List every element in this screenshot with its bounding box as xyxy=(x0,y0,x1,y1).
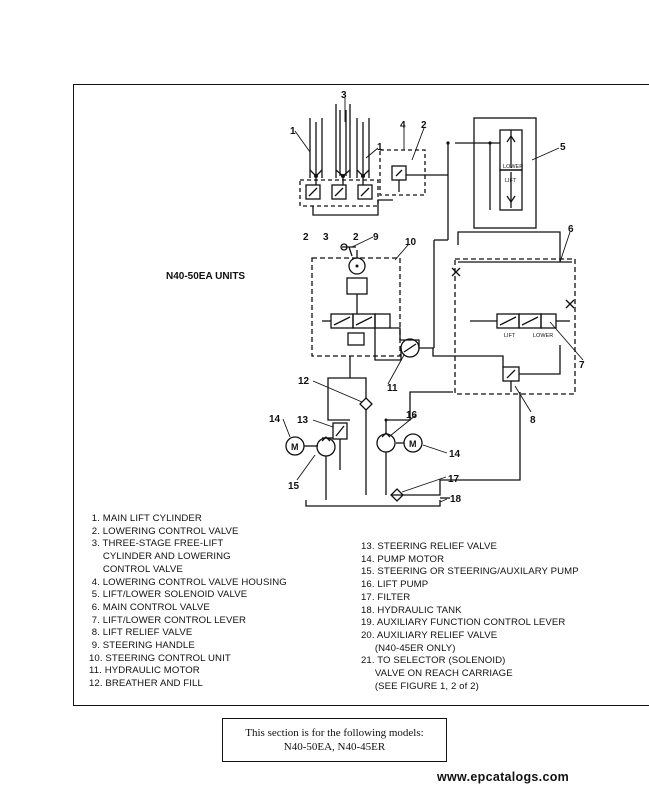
solenoid-valve-housing xyxy=(473,117,537,229)
valve-label-lift-2: LIFT xyxy=(504,333,516,339)
steering-control-unit xyxy=(311,257,401,357)
website-link[interactable]: www.epcatalogs.com xyxy=(437,770,570,784)
callout-12: 12 xyxy=(298,376,310,387)
lowering-valve-3 xyxy=(357,184,373,200)
callout-7: 7 xyxy=(579,360,585,371)
legend-item: 13. STEERING RELIEF VALVE xyxy=(361,541,497,552)
callout-11: 11 xyxy=(387,383,398,394)
motor-symbol-right: M xyxy=(409,439,417,449)
main-lift-cylinder-left xyxy=(309,118,323,178)
legend-item: 15. STEERING OR STEERING/AUXILARY PUMP xyxy=(361,566,579,578)
valve-label-lower-2: LOWER xyxy=(533,333,553,339)
legend-item: 4. LOWERING CONTROL VALVE HOUSING xyxy=(89,576,287,588)
legend-item: 17. FILTER xyxy=(361,591,411,603)
filter xyxy=(390,488,404,502)
legend-item: 18. HYDRAULIC TANK xyxy=(361,604,462,616)
legend-right: 13. STEERING RELIEF VALVE 14. PUMP MOTOR… xyxy=(361,541,579,693)
applicable-models-box: This section is for the following models… xyxy=(222,718,447,762)
callout-15: 15 xyxy=(288,481,300,492)
steering-handle xyxy=(342,246,356,257)
legend-item: 20. AUXILIARY RELIEF VALVE xyxy=(361,629,498,641)
callout-3a: 3 xyxy=(341,90,347,101)
callout-2c: 2 xyxy=(353,232,359,243)
legend-item: (SEE FIGURE 1, 2 of 2) xyxy=(361,680,479,692)
callout-9: 9 xyxy=(373,232,379,243)
callout-6: 6 xyxy=(568,224,574,235)
free-lift-cylinder xyxy=(335,104,351,178)
legend-item: 10. STEERING CONTROL UNIT xyxy=(89,652,231,664)
main-control-valve-housing xyxy=(454,258,576,395)
lowering-valve-2 xyxy=(331,184,347,200)
legend-item: 3. THREE-STAGE FREE-LIFT xyxy=(89,538,224,550)
callout-2b: 2 xyxy=(303,232,309,243)
callout-3b: 3 xyxy=(323,232,329,243)
lift-pump xyxy=(376,433,396,453)
callout-14a: 14 xyxy=(269,414,281,425)
legend-item: 21. TO SELECTOR (SOLENOID) xyxy=(361,655,506,667)
callout-13: 13 xyxy=(297,415,309,426)
hydraulic-tank xyxy=(305,500,441,507)
valve-label-lower: LOWER xyxy=(503,164,523,170)
legend-item: 16. LIFT PUMP xyxy=(361,579,429,591)
legend-item: 2. LOWERING CONTROL VALVE xyxy=(89,525,239,537)
callout-2a: 2 xyxy=(421,120,427,131)
breather xyxy=(359,397,373,411)
steering-pump xyxy=(316,437,336,457)
legend-item: 12. BREATHER AND FILL xyxy=(89,678,203,690)
models-heading: This section is for the following models… xyxy=(245,727,424,739)
legend-item: CONTROL VALVE xyxy=(89,563,183,575)
legend-item: 19. AUXILIARY FUNCTION CONTROL LEVER xyxy=(361,617,566,629)
legend-item: (N40-45ER ONLY) xyxy=(361,642,456,654)
callout-16: 16 xyxy=(406,410,418,421)
callout-4: 4 xyxy=(400,120,406,131)
valve-label-lift: LIFT xyxy=(505,178,517,184)
callout-14b: 14 xyxy=(449,449,461,460)
motor-symbol-left: M xyxy=(291,442,299,452)
figure-frame xyxy=(73,84,649,706)
main-lift-cylinder-right xyxy=(356,118,370,178)
callout-5: 5 xyxy=(560,142,566,153)
legend-item: 6. MAIN CONTROL VALVE xyxy=(89,601,210,613)
legend-item: CYLINDER AND LOWERING xyxy=(89,551,231,563)
legend-item: 8. LIFT RELIEF VALVE xyxy=(89,627,193,639)
models-list: N40-50EA, N40-45ER xyxy=(283,741,386,753)
lowering-valve-1 xyxy=(305,184,321,200)
legend-item: 1. MAIN LIFT CYLINDER xyxy=(89,513,202,524)
legend-item: 9. STEERING HANDLE xyxy=(89,640,195,652)
legend-item: 14. PUMP MOTOR xyxy=(361,553,445,565)
lowering-valve-housing xyxy=(379,149,426,196)
legend-item: 7. LIFT/LOWER CONTROL LEVER xyxy=(89,614,247,626)
callout-1b: 1 xyxy=(377,142,383,153)
legend-item: 11. HYDRAULIC MOTOR xyxy=(89,665,200,677)
legend-item: 5. LIFT/LOWER SOLENOID VALVE xyxy=(89,589,248,601)
legend-item: VALVE ON REACH CARRIAGE xyxy=(361,668,513,680)
callout-17: 17 xyxy=(448,474,460,485)
legend-left: 1. MAIN LIFT CYLINDER 2. LOWERING CONTRO… xyxy=(89,513,287,691)
callout-8: 8 xyxy=(530,415,536,426)
callout-18: 18 xyxy=(450,494,462,505)
callout-1a: 1 xyxy=(290,126,296,137)
callout-10: 10 xyxy=(405,237,417,248)
units-label: N40-50EA UNITS xyxy=(166,271,245,282)
